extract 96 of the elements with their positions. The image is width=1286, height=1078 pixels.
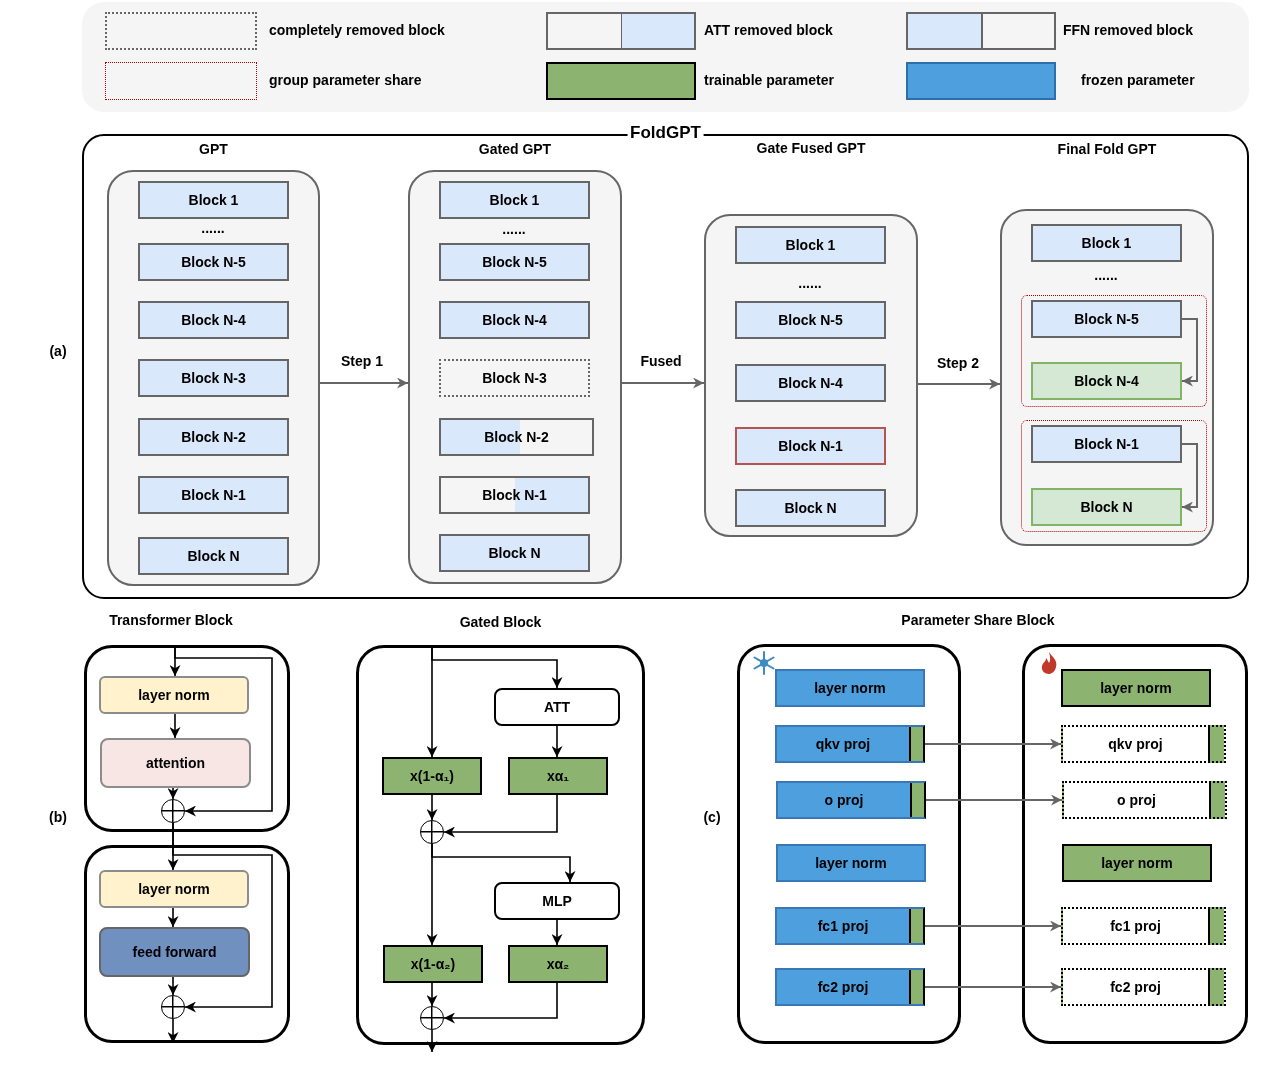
arrow [167,976,179,996]
arrow [621,377,705,389]
arrow [167,1018,179,1044]
sum-circle [420,1006,444,1030]
block-box: Block N-5 [1031,300,1182,338]
shared-layer-box: fc1 proj [1061,907,1226,945]
block-box: Block N-5 [735,301,886,339]
panel-title: Final Fold GPT [1056,141,1158,158]
block-box: Block 1 [1031,224,1182,262]
block-box: Block N-4 [439,301,590,339]
block-box: Block N [1031,488,1182,526]
arrow [924,738,1062,750]
block-box: Block N-1 [735,427,886,465]
frozen-layer-box: layer norm [776,844,926,882]
module-box: MLP [494,882,620,920]
gate-box: xα₂ [508,945,608,983]
arrow [426,794,438,821]
block-box: Block N-1 [138,476,289,514]
trainable-layer-box: layer norm [1062,844,1212,882]
legend-label: ATT removed block [704,22,833,39]
continuation-dots: ...... [798,275,822,292]
block-box: Block N-2 [138,418,289,456]
block-box: Block 1 [439,181,590,219]
sum-circle [161,799,185,823]
arrow [431,645,563,689]
legend-label: FFN removed block [1063,22,1193,39]
arrow [925,794,1063,806]
frozen-layer-box: fc1 proj [775,907,925,945]
block-box: Block 1 [735,226,886,264]
arrow [1181,443,1198,513]
section-title: Parameter Share Block [901,612,1055,629]
layer-box: layer norm [99,676,249,714]
continuation-dots: ...... [201,220,225,237]
block-box: Block N-4 [735,364,886,402]
block-box: Block N [439,534,590,572]
panel-marker: (b) [49,809,67,826]
shared-layer-box: fc2 proj [1061,968,1226,1006]
arrow [426,1029,438,1053]
block-box: Block N-1 [439,476,590,514]
arrow [917,378,1001,390]
block-box: Block 1 [138,181,289,219]
panel-title: Gated Block [458,614,543,631]
block-box: Block N-3 [138,359,289,397]
arrow [551,725,563,758]
frozen-layer-box: o proj [776,781,926,819]
arrow [443,794,558,838]
panel-title: Gate Fused GPT [755,140,867,157]
edge-label: Step 2 [935,355,981,372]
gate-box: xα₁ [508,757,608,795]
frozen-layer-box: qkv proj [775,725,925,763]
arrow [172,822,273,1013]
block-box: Block N-2 [439,418,594,456]
shared-layer-box: o proj [1062,781,1227,819]
arrow [551,919,563,946]
shared-layer-box: qkv proj [1061,725,1226,763]
frozen-layer-box: layer norm [775,669,925,707]
continuation-dots: ...... [1094,267,1118,284]
gate-box: x(1-α₁) [382,757,482,795]
block-box: Block N-3 [439,359,590,397]
panel-marker: (a) [49,343,67,360]
frozen-layer-box: fc2 proj [775,968,925,1006]
block-box: Block N-5 [439,243,590,281]
legend-label: frozen parameter [1081,72,1195,89]
arrow [1181,318,1198,387]
layer-box: layer norm [99,870,249,908]
layer-box: feed forward [99,927,250,977]
sum-circle [420,820,444,844]
edge-label: Step 1 [339,353,385,370]
continuation-dots: ...... [502,221,526,238]
arrow [169,713,181,739]
arrow [167,907,179,928]
module-box: ATT [494,688,620,726]
gate-box: x(1-α₂) [383,945,483,983]
arrow [443,982,558,1024]
arrow [426,982,438,1007]
panel-marker: (c) [703,809,721,826]
block-box: Block N-5 [138,243,289,281]
arrow [924,920,1062,932]
legend-label: completely removed block [269,22,445,39]
legend-label: group parameter share [269,72,422,89]
arrow [924,981,1062,993]
layer-box: attention [100,738,251,788]
block-box: Block N-1 [1031,425,1182,463]
panel-title: GPT [198,141,229,158]
panel-title: Gated GPT [477,141,553,158]
block-box: Block N-4 [138,301,289,339]
arrow [431,843,576,883]
block-box: Block N-4 [1031,362,1182,400]
block-box: Block N [138,537,289,575]
sum-circle [161,995,185,1019]
arrow [167,787,179,800]
legend-label: trainable parameter [704,72,834,89]
block-box: Block N [735,489,886,527]
trainable-layer-box: layer norm [1061,669,1211,707]
section-title: Transformer Block [109,612,233,629]
arrow [319,377,409,389]
